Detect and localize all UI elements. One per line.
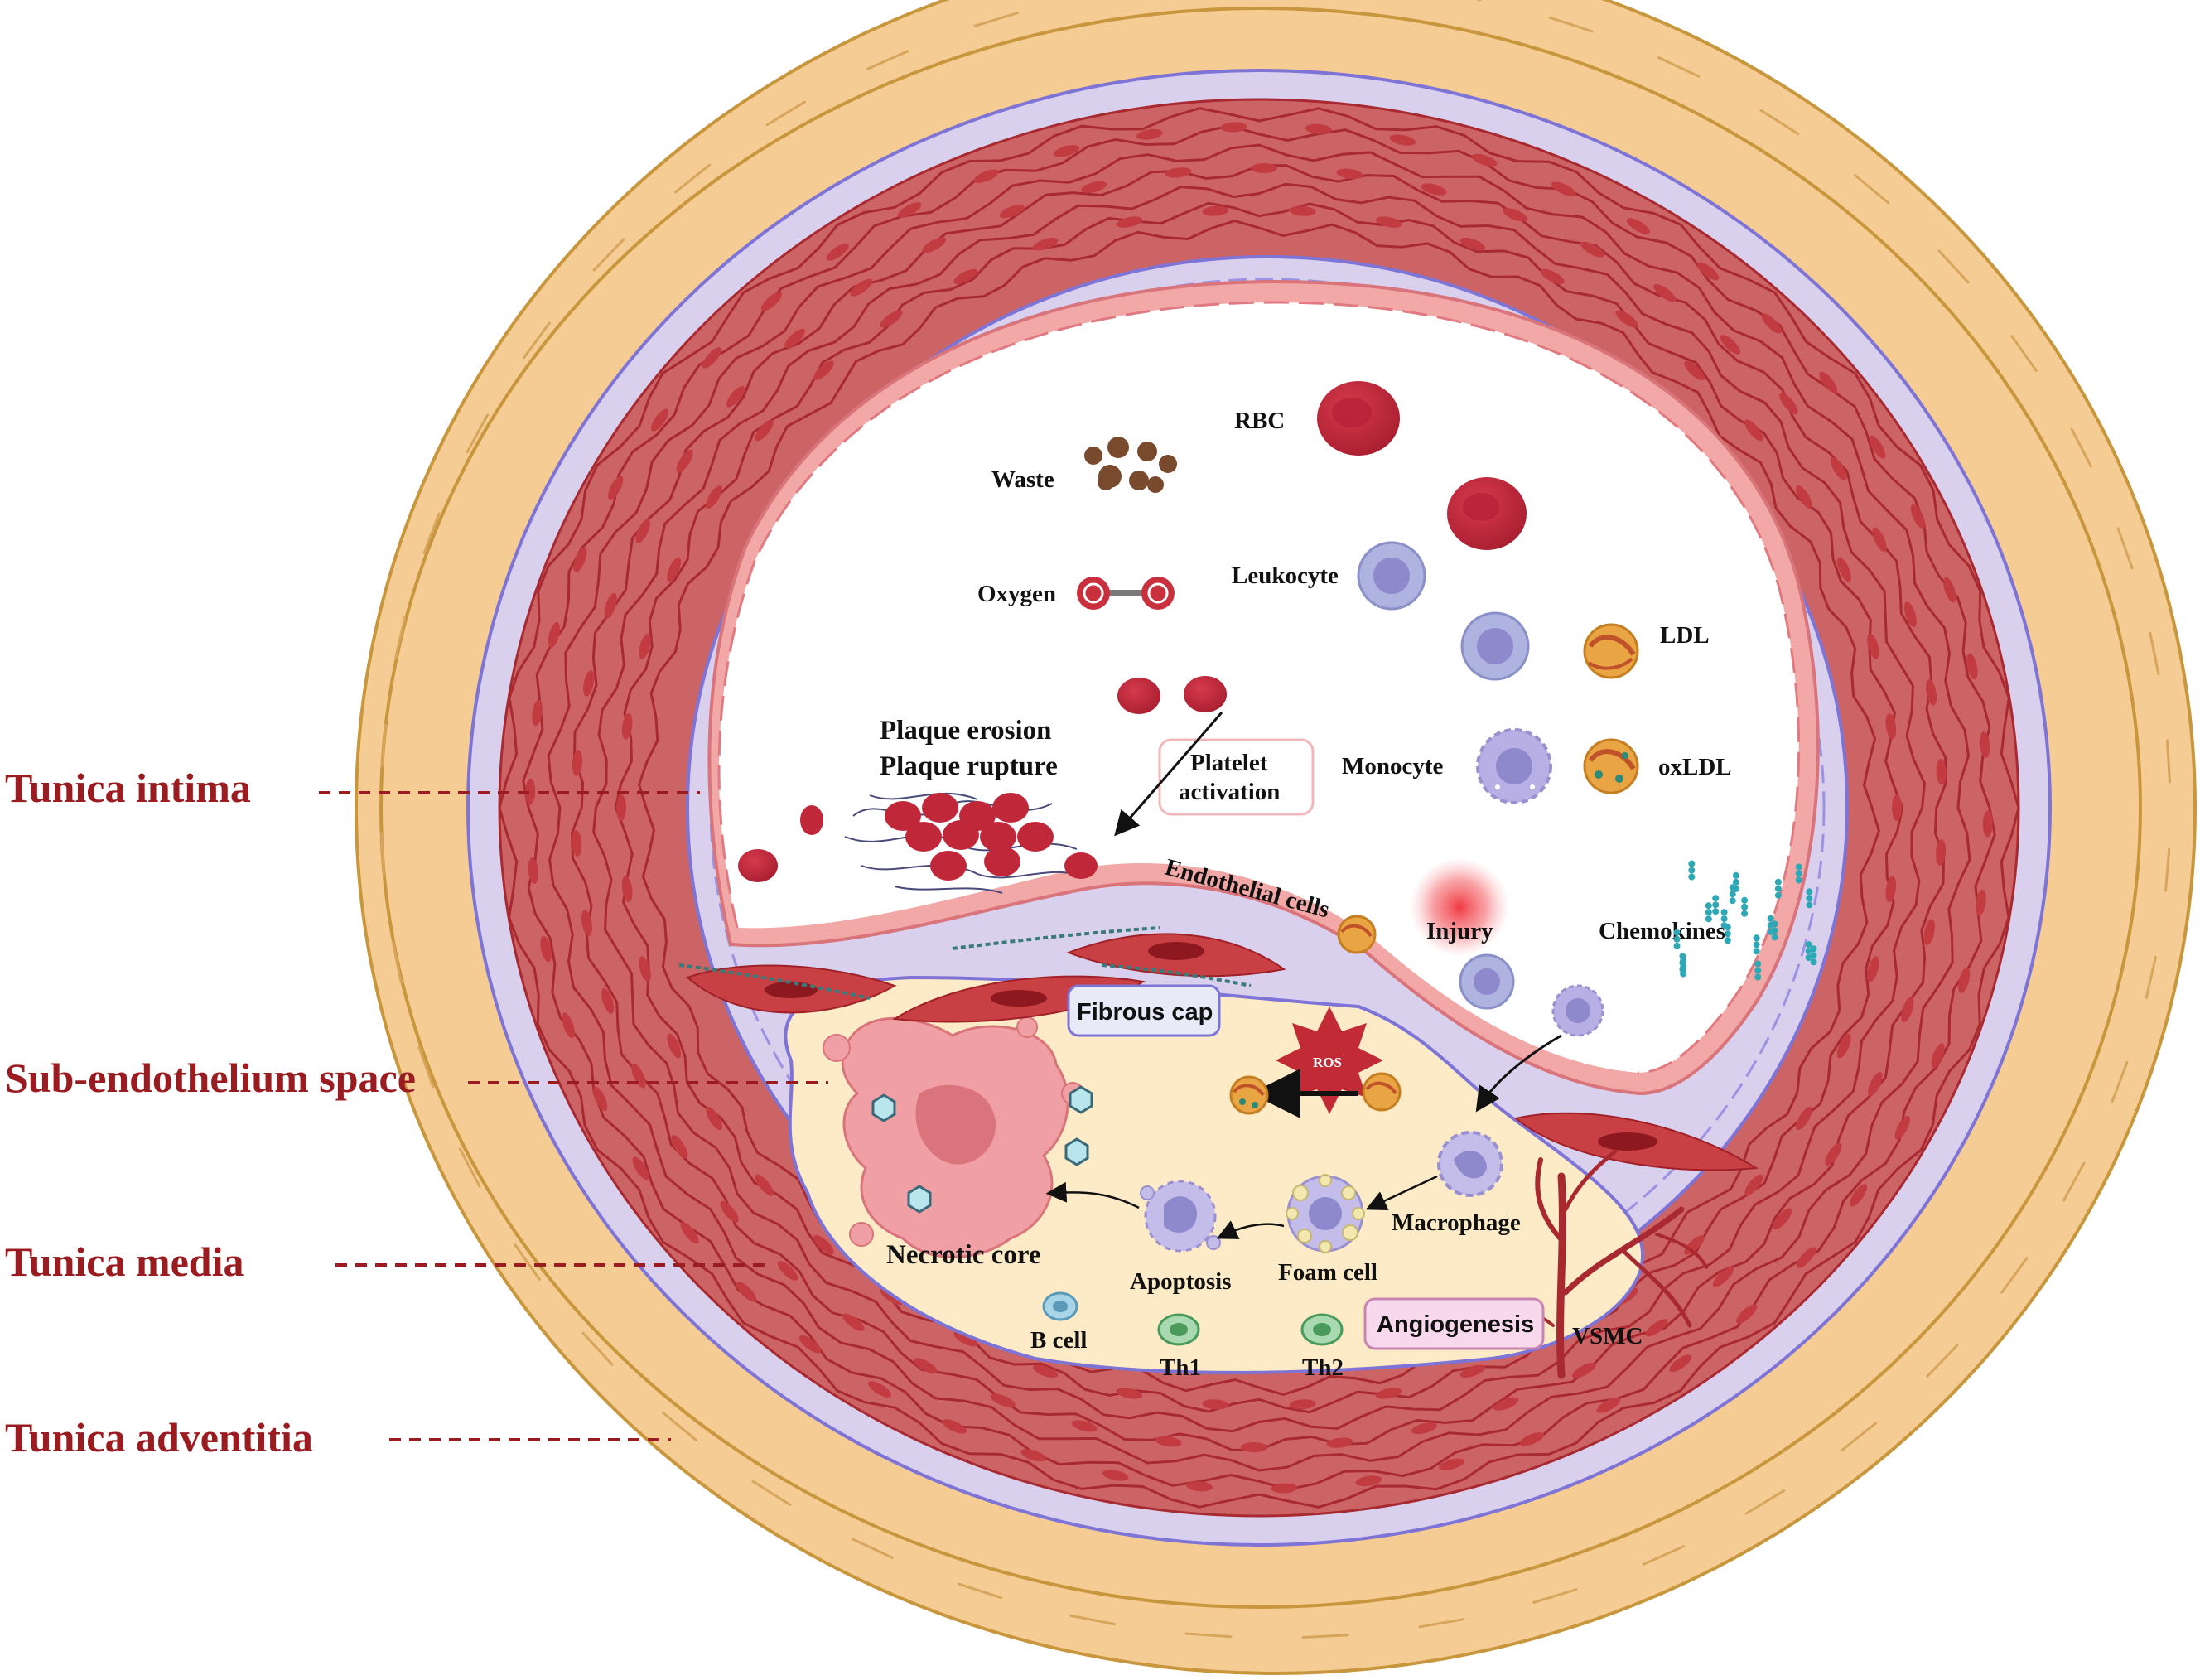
label-macrophage: Macrophage bbox=[1392, 1209, 1521, 1236]
chemokine-dots bbox=[1673, 860, 1817, 981]
label-tunica-intima: Tunica intima bbox=[5, 765, 251, 811]
necrotic-fragment bbox=[1016, 1016, 1038, 1038]
label-th2: Th2 bbox=[1302, 1354, 1344, 1381]
vsmc-nucleus bbox=[1148, 942, 1204, 960]
monocyte-cell bbox=[1476, 728, 1552, 804]
rbc-cell bbox=[738, 849, 778, 882]
angiogenesis-box: Angiogenesis bbox=[1363, 1297, 1545, 1350]
cholesterol-crystals bbox=[871, 1085, 1093, 1214]
collagen-fiber bbox=[1101, 963, 1252, 987]
vsmc-nucleus bbox=[1598, 1132, 1657, 1151]
label-ros: ROS bbox=[1313, 1055, 1342, 1070]
ldl-oxidation bbox=[1229, 1069, 1402, 1118]
monocyte-migration-arrow bbox=[1475, 1034, 1562, 1113]
vsmc-nucleus bbox=[991, 990, 1047, 1007]
label-rbc: RBC bbox=[1234, 408, 1285, 434]
label-waste: Waste bbox=[991, 466, 1054, 493]
oxygen-molecule bbox=[1077, 577, 1175, 610]
red-blood-cells bbox=[738, 381, 1527, 882]
vsmc-nucleus bbox=[765, 982, 818, 998]
label-tunica-media: Tunica media bbox=[5, 1238, 244, 1285]
label-necrotic-core: Necrotic core bbox=[886, 1240, 1041, 1270]
foam-to-apoptosis-arrow bbox=[1216, 1220, 1285, 1239]
label-apoptosis: Apoptosis bbox=[1130, 1268, 1232, 1295]
foam-cell bbox=[1286, 1174, 1365, 1253]
side-labels: Tunica intima Sub-endothelium space Tuni… bbox=[5, 765, 416, 1460]
label-monocyte: Monocyte bbox=[1342, 753, 1444, 780]
collagen-fiber bbox=[678, 963, 871, 1000]
label-oxygen: Oxygen bbox=[977, 581, 1056, 607]
label-injury: Injury bbox=[1426, 918, 1493, 944]
necrotic-core-center bbox=[915, 1084, 996, 1165]
apoptosis-to-core-arrow bbox=[1045, 1181, 1140, 1209]
lumen-contents: Waste RBC Oxygen Leukocyte bbox=[738, 381, 1817, 1037]
rbc-cell bbox=[1184, 676, 1227, 712]
leukocyte-cells bbox=[1357, 541, 1530, 681]
necrotic-fragment bbox=[823, 1034, 851, 1062]
smooth-muscle-fibers bbox=[499, 107, 2019, 1509]
label-platelet-line1: Platelet bbox=[1190, 750, 1268, 776]
label-oxldl: oxLDL bbox=[1658, 754, 1732, 780]
atherosclerotic-plaque bbox=[784, 975, 1645, 1374]
ldl-particle bbox=[1583, 623, 1639, 679]
label-fibrous-cap: Fibrous cap bbox=[1077, 999, 1213, 1026]
lymphocytes bbox=[1042, 1291, 1344, 1346]
apoptotic-cell bbox=[1140, 1180, 1221, 1253]
adherent-ldl bbox=[1337, 915, 1377, 954]
injury-site: Injury bbox=[1410, 857, 1604, 1037]
vessel-lumen bbox=[719, 302, 1799, 1073]
angiogenesis-vessels bbox=[1498, 1149, 1708, 1379]
collagen-fiber bbox=[952, 926, 1160, 950]
side-label-leaders bbox=[319, 791, 828, 1441]
label-tunica-adventitia: Tunica adventitia bbox=[5, 1414, 313, 1460]
ros-burst: ROS bbox=[1276, 1007, 1383, 1114]
label-foam-cell: Foam cell bbox=[1278, 1259, 1377, 1286]
macrophage-cell bbox=[1437, 1131, 1503, 1197]
adventitia-fibers bbox=[380, 0, 2171, 1639]
label-leukocyte: Leukocyte bbox=[1232, 562, 1339, 589]
adventitia-inner-edge bbox=[379, 7, 2142, 1609]
label-th1: Th1 bbox=[1160, 1354, 1201, 1381]
smooth-muscle-nuclei bbox=[525, 122, 1993, 1494]
label-platelet-line2: activation bbox=[1179, 779, 1280, 805]
endothelial-cell-bumps bbox=[717, 301, 1801, 1074]
label-plaque-rupture: Plaque rupture bbox=[880, 751, 1058, 781]
macrophage-to-foam-arrow bbox=[1365, 1175, 1438, 1211]
label-ldl: LDL bbox=[1660, 622, 1710, 649]
label-b-cell: B cell bbox=[1030, 1327, 1087, 1354]
label-vsmc: VSMC bbox=[1572, 1323, 1643, 1349]
fibrous-cap-box: Fibrous cap bbox=[1067, 984, 1221, 1037]
oxldl-particle bbox=[1583, 738, 1639, 794]
platelet-activation-box: Platelet activation bbox=[1158, 738, 1315, 816]
label-chemokines: Chemokines bbox=[1599, 918, 1725, 944]
rbc-cell bbox=[1117, 678, 1160, 714]
tunica-intima-lumen bbox=[707, 279, 1820, 1096]
thrombus-cluster bbox=[800, 792, 1098, 894]
label-plaque-erosion: Plaque erosion bbox=[880, 716, 1052, 746]
label-angiogenesis: Angiogenesis bbox=[1377, 1311, 1534, 1338]
waste-particles bbox=[1084, 437, 1177, 493]
label-sub-endothelium-space: Sub-endothelium space bbox=[5, 1055, 416, 1101]
platelet-arrow bbox=[1114, 712, 1223, 837]
necrotic-fragment bbox=[849, 1222, 874, 1247]
